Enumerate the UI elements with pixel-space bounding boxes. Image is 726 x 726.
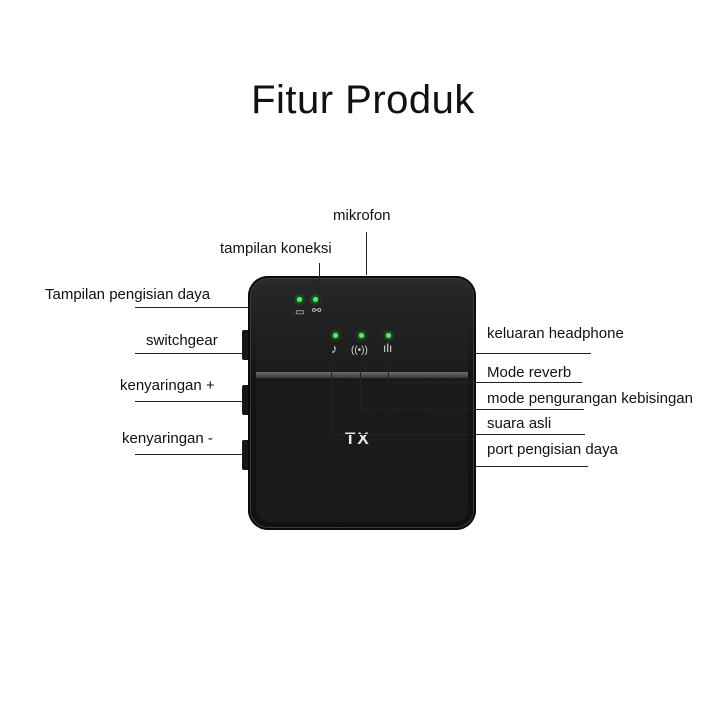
volume-up-button (242, 385, 248, 415)
label-kenyaringan-plus: kenyaringan + (120, 377, 215, 394)
leader-noise-reduction-vertical (360, 354, 361, 409)
waveform-icon: ılı (383, 341, 393, 355)
noise-reduction-led (359, 333, 364, 338)
leader-keluaran-headphone (476, 353, 591, 354)
label-mode-pengurangan-kebisingan: mode pengurangan kebisingan (487, 390, 693, 407)
label-tampilan-pengisian-daya: Tampilan pengisian daya (45, 286, 211, 303)
leader-kenyaringan-plus (135, 401, 242, 402)
music-note-icon: ♪ (331, 341, 338, 356)
device-tx-label: TX (345, 429, 371, 448)
connection-led (313, 297, 318, 302)
label-port-pengisian-daya: port pengisian daya (487, 441, 618, 458)
leader-tampilan-koneksi (319, 263, 320, 308)
label-kenyaringan-minus: kenyaringan - (122, 430, 213, 447)
reverb-mode-led (333, 333, 338, 338)
leader-tampilan-pengisian-daya (135, 307, 301, 308)
label-switchgear: switchgear (146, 332, 218, 349)
leader-suara-asli (331, 434, 585, 435)
volume-down-button (242, 440, 248, 470)
label-suara-asli: suara asli (487, 415, 552, 432)
broadcast-icon: ((•)) (351, 345, 368, 356)
label-mode-reverb: Mode reverb (487, 364, 572, 381)
leader-port-pengisian-daya (476, 466, 588, 467)
battery-icon: ▭ (295, 307, 305, 318)
leader-mode-pengurangan-kebisingan (360, 409, 584, 410)
original-sound-led (386, 333, 391, 338)
tx-transmitter-device: ▭ ⚯ ♪ ((•)) ılı TX (248, 276, 476, 530)
charging-led (297, 297, 302, 302)
link-icon: ⚯ (312, 305, 322, 317)
leader-mode-reverb-vertical (388, 352, 389, 382)
label-keluaran-headphone: keluaran headphone (487, 325, 624, 342)
leader-mode-reverb (388, 382, 582, 383)
switchgear-button (242, 330, 248, 360)
device-metal-strip (256, 372, 468, 378)
leader-mikrofon (366, 232, 367, 275)
leader-switchgear (135, 353, 242, 354)
page-title: Fitur Produk (251, 78, 475, 122)
leader-suara-asli-vertical (331, 352, 332, 434)
label-mikrofon: mikrofon (333, 207, 391, 224)
leader-kenyaringan-minus (135, 454, 242, 455)
device-leather-panel (256, 378, 468, 522)
label-tampilan-koneksi: tampilan koneksi (220, 240, 332, 257)
